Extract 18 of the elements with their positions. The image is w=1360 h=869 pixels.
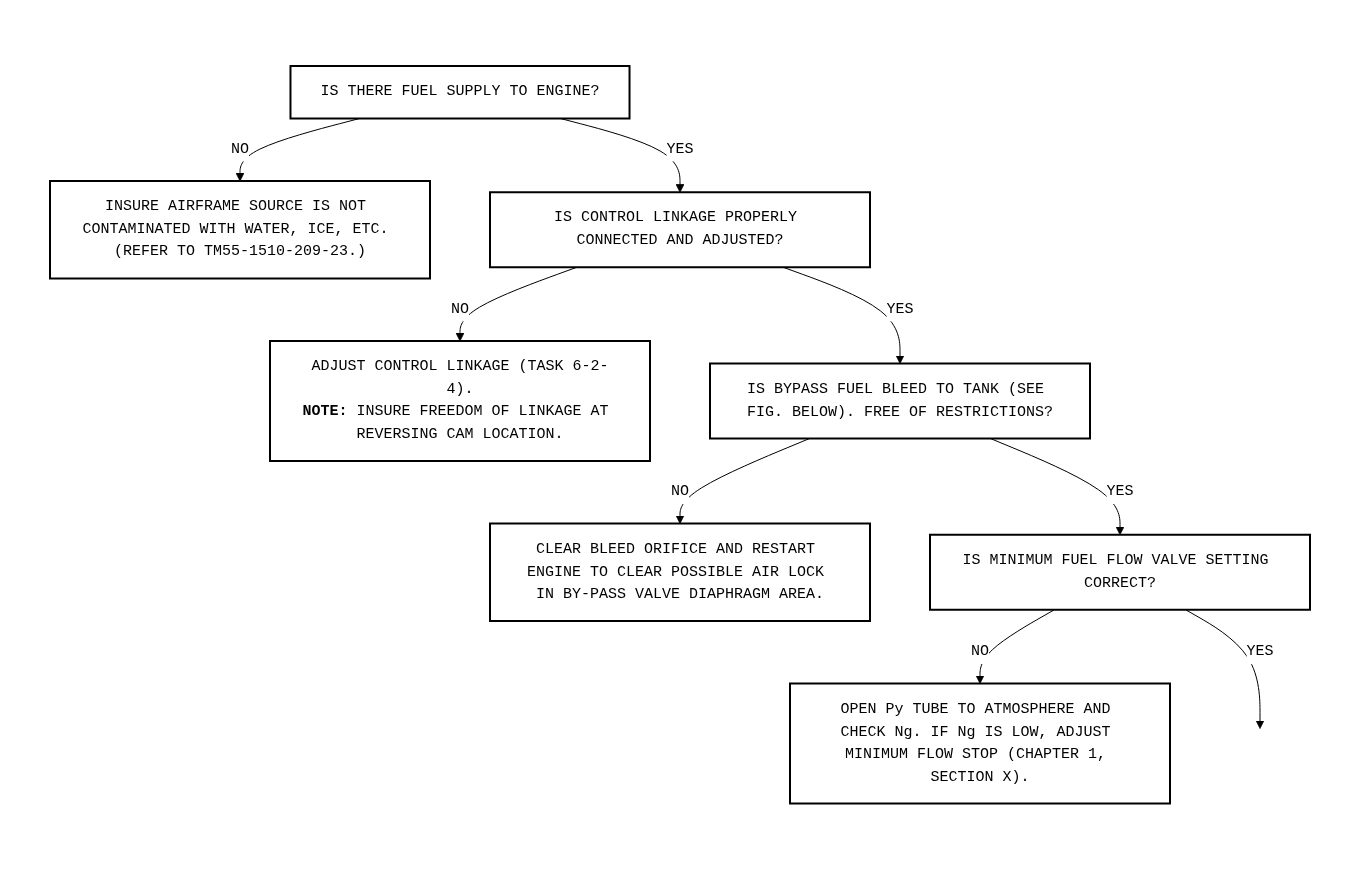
node-box: IS CONTROL LINKAGE PROPERLY CONNECTED AND ADJUSTED? — [489, 191, 871, 268]
edge-label: YES — [666, 140, 694, 158]
node-box: IS MINIMUM FUEL FLOW VALVE SETTING CORRECT? — [929, 533, 1311, 611]
edge-label: YES — [886, 300, 914, 318]
node-box: CLEAR BLEED ORIFICE AND RESTART ENGINE TO CLEAR POSSIBLE AIR LOCK IN BY-PASS VALVE DIAPHRAGM AREA. — [489, 522, 871, 622]
edge-label: NO — [230, 140, 250, 158]
node-box: INSURE AIRFRAME SOURCE IS NOT CONTAMINATED WITH WATER, ICE, ETC. (REFER TO TM55-1510-209-23.) — [49, 179, 431, 280]
edge-label: YES — [1246, 642, 1274, 660]
edge-label: NO — [670, 482, 690, 500]
edge-label: YES — [1106, 482, 1134, 500]
node-box: IS THERE FUEL SUPPLY TO ENGINE? — [289, 64, 631, 120]
node-box: ADJUST CONTROL LINKAGE (TASK 6-2-4). NOTE: INSURE FREEDOM OF LINKAGE AT REVERSING CAM LOCATION. — [269, 339, 651, 462]
node-box: IS BYPASS FUEL BLEED TO TANK (SEE FIG. BELOW). FREE OF RESTRICTIONS? — [709, 362, 1091, 440]
arrow — [975, 609, 1055, 684]
node-box: OPEN Py TUBE TO ATMOSPHERE AND CHECK Ng. IF Ng IS LOW, ADJUST MINIMUM FLOW STOP (CHAPTER 1, SECTION X). — [789, 682, 1171, 805]
edge-label: NO — [450, 300, 470, 318]
edge-label: NO — [970, 642, 990, 660]
arrow — [1185, 609, 1265, 729]
